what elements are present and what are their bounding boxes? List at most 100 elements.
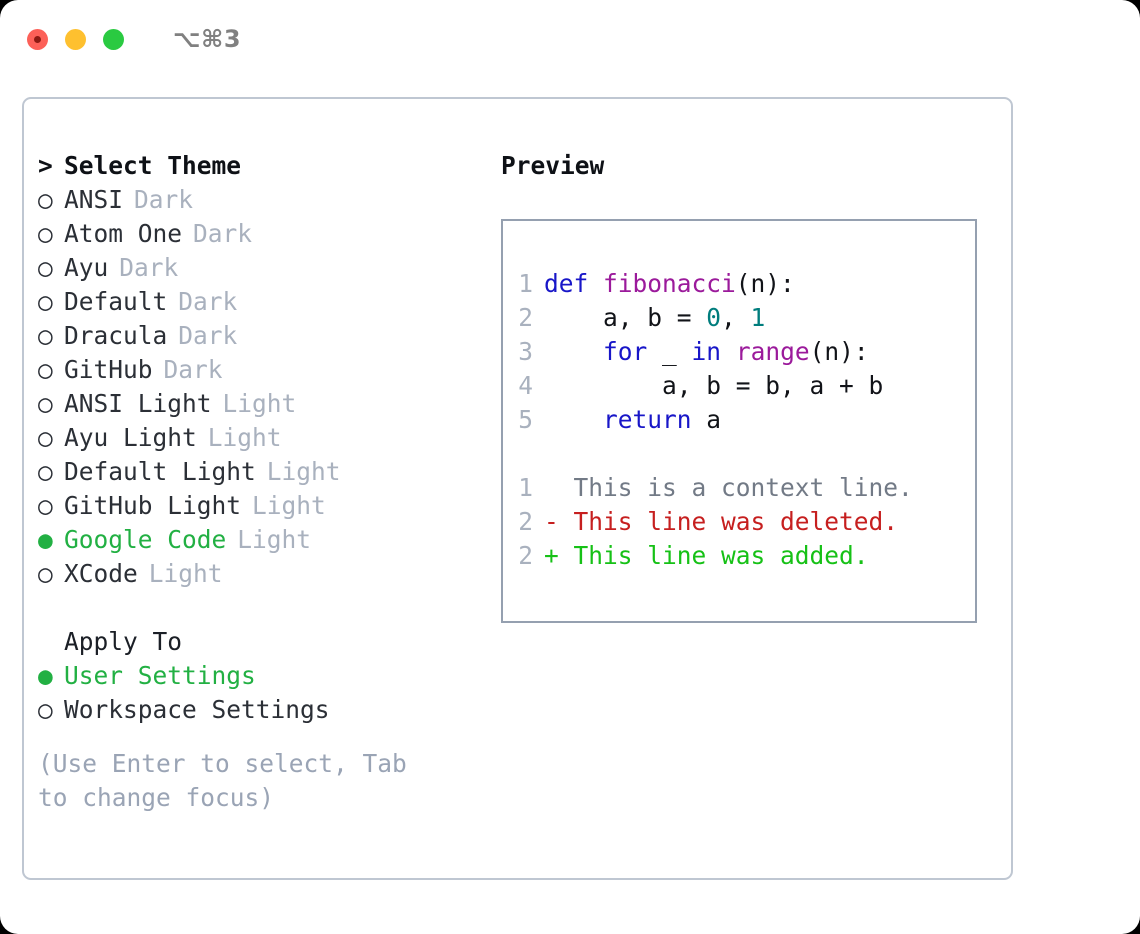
apply-to-label: Workspace Settings xyxy=(64,695,330,724)
radio-unselected-icon[interactable]: ○ xyxy=(38,457,53,486)
radio-unselected-icon[interactable]: ○ xyxy=(38,491,53,520)
theme-list-item[interactable]: ○ GitHub Light Light xyxy=(38,489,498,523)
radio-unselected-icon[interactable]: ○ xyxy=(38,253,53,282)
diff-text: This line was added. xyxy=(558,541,869,570)
theme-category-tag: Light xyxy=(207,423,282,452)
diff-sign: - xyxy=(544,507,559,536)
diff-line: 2+ This line was added. xyxy=(517,539,975,573)
code-token xyxy=(721,337,736,366)
theme-name-label: Ayu xyxy=(64,253,109,282)
theme-list-item[interactable]: ○ Ayu Dark xyxy=(38,251,498,285)
theme-category-tag: Light xyxy=(237,525,312,554)
radio-unselected-icon[interactable]: ○ xyxy=(38,695,53,724)
maximize-button-icon[interactable] xyxy=(103,28,124,50)
theme-name-label: Google Code xyxy=(64,525,227,554)
theme-name-label: XCode xyxy=(64,559,138,588)
radio-selected-icon[interactable]: ● xyxy=(38,525,53,554)
radio-unselected-icon[interactable]: ○ xyxy=(38,389,53,418)
theme-list-item[interactable]: ○ Ayu Light Light xyxy=(38,421,498,455)
theme-list-item[interactable]: ○ Default Light Light xyxy=(38,455,498,489)
list-spacer xyxy=(38,591,498,625)
close-button-icon[interactable] xyxy=(27,28,48,50)
theme-category-tag: Dark xyxy=(134,185,194,214)
code-token: fibonacci xyxy=(603,269,736,298)
preview-column: Preview 1 def fibonacci(n): 2 a, b = 0, 1 3… xyxy=(501,149,1001,623)
theme-name-label: Dracula xyxy=(64,321,168,350)
preview-title: Preview xyxy=(501,151,605,180)
radio-unselected-icon[interactable]: ○ xyxy=(38,287,53,316)
code-token: return xyxy=(603,405,692,434)
line-number: 5 xyxy=(518,405,533,434)
select-theme-heading: > Select Theme xyxy=(38,149,498,183)
theme-category-tag: Light xyxy=(222,389,297,418)
theme-category-tag: Dark xyxy=(193,219,253,248)
radio-unselected-icon[interactable]: ○ xyxy=(38,219,53,248)
apply-to-heading: Apply To xyxy=(38,625,498,659)
code-token: (n): xyxy=(735,269,795,298)
radio-unselected-icon[interactable]: ○ xyxy=(38,559,53,588)
theme-list-item[interactable]: ● Google Code Light xyxy=(38,523,498,557)
radio-unselected-icon[interactable]: ○ xyxy=(38,423,53,452)
radio-unselected-icon[interactable]: ○ xyxy=(38,321,53,350)
theme-category-tag: Light xyxy=(148,559,223,588)
line-number: 2 xyxy=(518,507,533,536)
window-controls xyxy=(27,28,124,50)
diff-text: This line was deleted. xyxy=(558,507,899,536)
theme-category-tag: Light xyxy=(252,491,326,520)
theme-list-item[interactable]: ○ ANSI Dark xyxy=(38,183,498,217)
code-token: , xyxy=(721,303,751,332)
line-number: 3 xyxy=(518,337,533,366)
code-preview: 1 def fibonacci(n): 2 a, b = 0, 1 3 for _ i… xyxy=(517,267,975,437)
theme-list-item[interactable]: ○ ANSI Light Light xyxy=(38,387,498,421)
theme-name-label: GitHub xyxy=(64,355,153,384)
line-number: 2 xyxy=(518,303,533,332)
preview-box: 1 def fibonacci(n): 2 a, b = 0, 1 3 for _ i… xyxy=(501,219,977,623)
theme-name-label: Ayu Light xyxy=(64,423,197,452)
radio-selected-icon[interactable]: ● xyxy=(38,661,53,690)
code-line: 3 for _ in range(n): xyxy=(517,335,975,369)
theme-list-item[interactable]: ○ XCode Light xyxy=(38,557,498,591)
diff-preview: 1 This is a context line.2- This line wa… xyxy=(517,471,975,573)
theme-name-label: Default xyxy=(64,287,168,316)
minimize-button-icon[interactable] xyxy=(65,28,86,50)
apply-to-item[interactable]: ● User Settings xyxy=(38,659,498,693)
line-number: 2 xyxy=(518,541,533,570)
theme-name-label: ANSI Light xyxy=(64,389,212,418)
code-token: _ xyxy=(647,337,692,366)
diff-sign xyxy=(544,473,559,502)
code-token: def xyxy=(544,269,589,298)
apply-to-item[interactable]: ○ Workspace Settings xyxy=(38,693,498,727)
code-line: 1 def fibonacci(n): xyxy=(517,267,975,301)
line-number: 1 xyxy=(518,269,533,298)
code-token: 0 xyxy=(706,303,722,332)
diff-line: 1 This is a context line. xyxy=(517,471,975,505)
apply-to-label: User Settings xyxy=(64,661,256,690)
selection-arrow-icon: > xyxy=(38,151,53,180)
code-token: a, b = xyxy=(544,303,707,332)
code-line: 4 a, b = b, a + b xyxy=(517,369,975,403)
theme-category-tag: Light xyxy=(266,457,341,486)
code-token: 1 xyxy=(750,303,766,332)
radio-unselected-icon[interactable]: ○ xyxy=(38,355,53,384)
theme-name-label: GitHub Light xyxy=(64,491,242,520)
line-number: 1 xyxy=(518,473,533,502)
theme-list-item[interactable]: ○ Dracula Dark xyxy=(38,319,498,353)
apply-to-heading-label: Apply To xyxy=(64,627,183,656)
theme-name-label: ANSI xyxy=(64,185,124,214)
keyboard-hint-text: (Use Enter to select, Tab to change focu… xyxy=(38,749,407,812)
code-token xyxy=(544,337,603,366)
preview-spacer xyxy=(517,437,975,471)
code-token: a, b = b, a + b xyxy=(544,371,884,400)
code-token: for xyxy=(603,337,648,366)
theme-category-tag: Dark xyxy=(119,253,179,282)
radio-unselected-icon[interactable]: ○ xyxy=(38,185,53,214)
theme-name-label: Default Light xyxy=(64,457,256,486)
keyboard-shortcut-label: ⌥⌘3 xyxy=(173,25,242,53)
theme-category-tag: Dark xyxy=(178,321,238,350)
